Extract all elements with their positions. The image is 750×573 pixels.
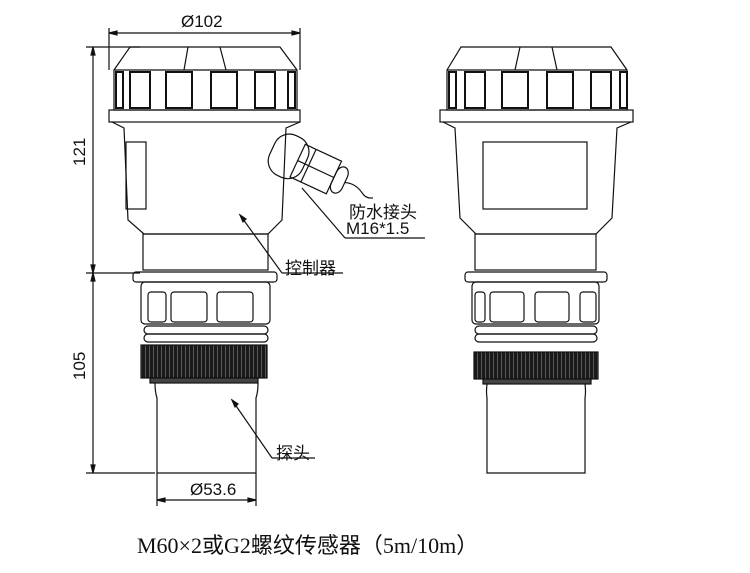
gland-callout-thread: M16*1.5 [346,219,410,238]
controller-callout: 控制器 [285,259,336,278]
probe-callout: 探头 [276,444,310,463]
top-diameter-label: Ø102 [181,12,223,31]
drawing-caption: M60×2或G2螺纹传感器（5m/10m） [137,533,479,558]
gland-callout-name: 防水接头 [349,203,417,222]
controller-height-label: 121 [70,137,89,166]
left-view [86,28,425,506]
probe-height-label: 105 [70,351,89,380]
right-view [439,46,634,474]
probe-diameter-label: Ø53.6 [190,480,237,499]
